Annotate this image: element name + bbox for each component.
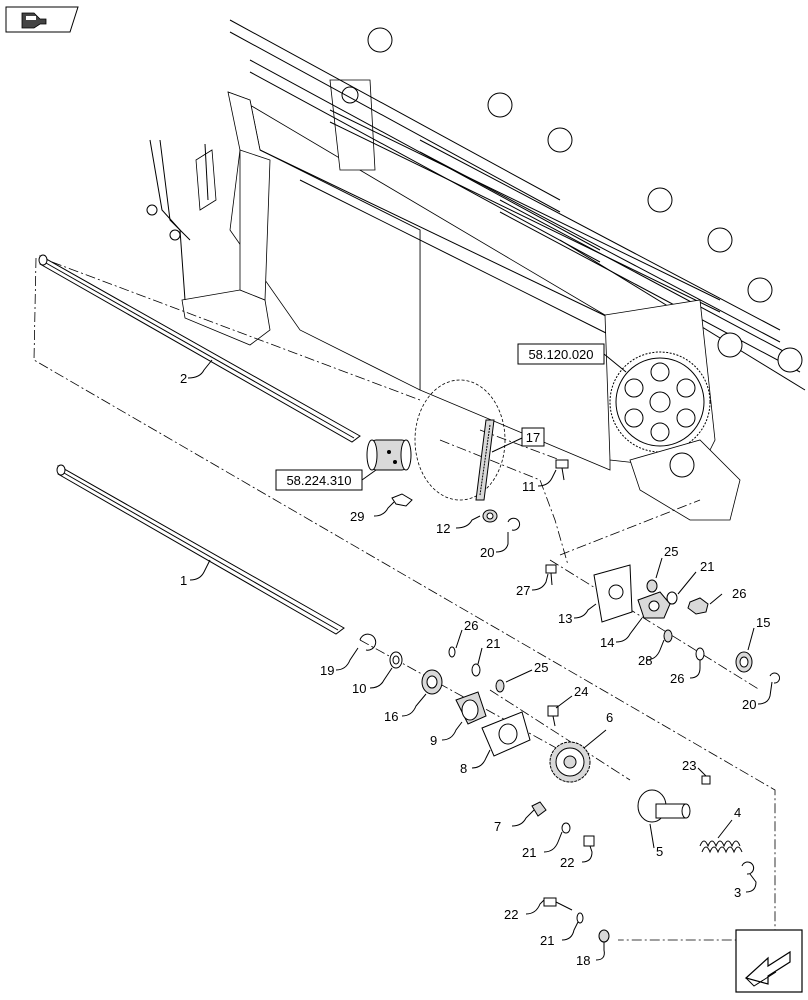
callout-29: 29	[350, 509, 364, 524]
ref-sprocket-text: 58.224.310	[286, 473, 351, 488]
ref-box-chain[interactable]: 17	[491, 427, 545, 453]
ref-box-header[interactable]: 58.120.020	[517, 343, 627, 373]
callout-15: 15	[756, 615, 770, 630]
callout-26a: 26	[732, 586, 746, 601]
callout-27: 27	[516, 583, 530, 598]
callout-18: 18	[576, 953, 590, 968]
callout-9: 9	[430, 733, 437, 748]
callout-13: 13	[558, 611, 572, 626]
callout-2: 2	[180, 371, 187, 386]
callout-26c: 26	[464, 618, 478, 633]
callout-10: 10	[352, 681, 366, 696]
header-frame-illustration	[146, 19, 806, 521]
callout-7: 7	[494, 819, 501, 834]
callout-20b: 20	[742, 697, 756, 712]
callout-1: 1	[180, 573, 187, 588]
shaft-part-2	[38, 254, 361, 443]
hub-part-5	[637, 789, 691, 823]
ref-chain-text: 17	[526, 430, 540, 445]
callout-23: 23	[682, 758, 696, 773]
callout-labels: 2 1 11 29 12 20 27 13 25 21 26 14 28 15 …	[180, 371, 770, 968]
callout-26b: 26	[670, 671, 684, 686]
callout-16: 16	[384, 709, 398, 724]
gathering-chains	[229, 19, 806, 391]
ref-header-text: 58.120.020	[528, 347, 593, 362]
callout-21d: 21	[540, 933, 554, 948]
sprocket-part-6	[549, 741, 591, 783]
callout-4: 4	[734, 805, 741, 820]
next-page-arrow-icon[interactable]	[735, 929, 803, 993]
callout-21c: 21	[522, 845, 536, 860]
callout-11: 11	[522, 479, 536, 494]
callout-19: 19	[320, 663, 334, 678]
drive-gear	[609, 351, 711, 453]
callout-leaders	[187, 359, 773, 961]
callout-5: 5	[656, 844, 663, 859]
callout-8: 8	[460, 761, 467, 776]
callout-24: 24	[574, 684, 588, 699]
callout-22b: 22	[504, 907, 518, 922]
callout-3: 3	[734, 885, 741, 900]
drive-chain-17	[475, 419, 495, 501]
callout-25a: 25	[664, 544, 678, 559]
drive-sprocket	[366, 439, 412, 471]
book-arrow-icon[interactable]	[5, 6, 79, 33]
hardware-parts	[359, 459, 781, 943]
callout-25b: 25	[534, 660, 548, 675]
ref-box-sprocket[interactable]: 58.224.310	[275, 469, 377, 491]
shaft-part-1	[56, 464, 345, 635]
guard-disc	[414, 379, 506, 501]
callout-20a: 20	[480, 545, 494, 560]
callout-14: 14	[600, 635, 614, 650]
callout-28: 28	[638, 653, 652, 668]
callout-22a: 22	[560, 855, 574, 870]
spring-part-4	[699, 840, 743, 854]
callout-21a: 21	[700, 559, 714, 574]
callout-12: 12	[436, 521, 450, 536]
callout-6: 6	[606, 710, 613, 725]
callout-21b: 21	[486, 636, 500, 651]
